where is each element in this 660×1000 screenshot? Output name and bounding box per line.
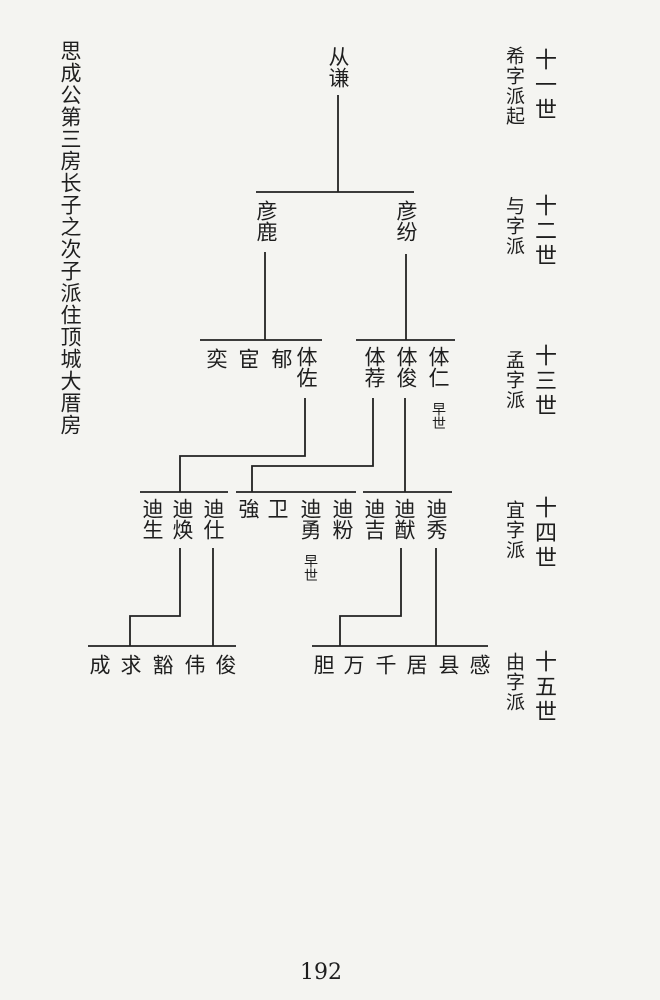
member-qiang: 強 (236, 498, 260, 519)
member-dishi: 迪仕 (201, 498, 225, 540)
page-number: 192 (300, 960, 342, 985)
line-dixian-down (339, 548, 402, 646)
member-jun: 俊 (213, 654, 237, 675)
gen-12-section: 与字派 (503, 196, 525, 256)
member-disheng: 迪生 (140, 498, 164, 540)
gen-15-number: 十五世 (531, 650, 556, 725)
member-wei2: 伟 (182, 654, 206, 675)
member-yu: 郁 (269, 348, 293, 369)
side-title: 思成公第三房长子之次子派住顶城大厝房 (58, 40, 82, 436)
gen-15-section: 由字派 (503, 652, 525, 712)
member-wan: 万 (341, 654, 365, 675)
member-yanfen: 彦纷 (394, 200, 418, 242)
gen-13-number: 十三世 (531, 344, 556, 419)
member-tiren: 体仁 (426, 346, 450, 388)
line-tizuo-down (179, 398, 306, 492)
gen-14-number: 十四世 (531, 496, 556, 571)
member-diyong-note: 早世 (302, 554, 318, 582)
gen-12-number: 十二世 (531, 194, 556, 269)
gen-14-section: 宜字派 (503, 500, 525, 560)
member-difen: 迪粉 (330, 498, 354, 540)
gen-11-section: 希字派起 (503, 46, 525, 126)
line-dihuan-down (129, 548, 181, 646)
member-gan: 感 (467, 654, 491, 675)
member-cheng: 成 (87, 654, 111, 675)
member-yi: 奕 (204, 348, 228, 369)
gen-13-section: 孟字派 (503, 350, 525, 410)
member-diyong: 迪勇 (298, 498, 322, 540)
member-dixian: 迪猷 (392, 498, 416, 540)
member-yanlu: 彦鹿 (254, 200, 278, 242)
member-qian: 千 (373, 654, 397, 675)
member-qiu: 求 (118, 654, 142, 675)
member-xian: 县 (436, 654, 460, 675)
member-wei: 卫 (265, 498, 289, 519)
member-tijian: 体荐 (362, 346, 386, 388)
member-dihuan: 迪焕 (170, 498, 194, 540)
member-ju: 居 (404, 654, 428, 675)
member-huan: 宦 (236, 348, 260, 369)
gen-11-number: 十一世 (531, 48, 556, 123)
line-tijian-down (251, 398, 374, 492)
member-tizuo: 体佐 (294, 346, 318, 388)
member-dixiu: 迪秀 (424, 498, 448, 540)
member-congqian: 从谦 (326, 46, 350, 88)
member-dan: 胆 (311, 654, 335, 675)
member-diji: 迪吉 (362, 498, 386, 540)
member-huo: 豁 (150, 654, 174, 675)
member-tiren-note: 早世 (430, 402, 446, 430)
member-tijun: 体俊 (394, 346, 418, 388)
